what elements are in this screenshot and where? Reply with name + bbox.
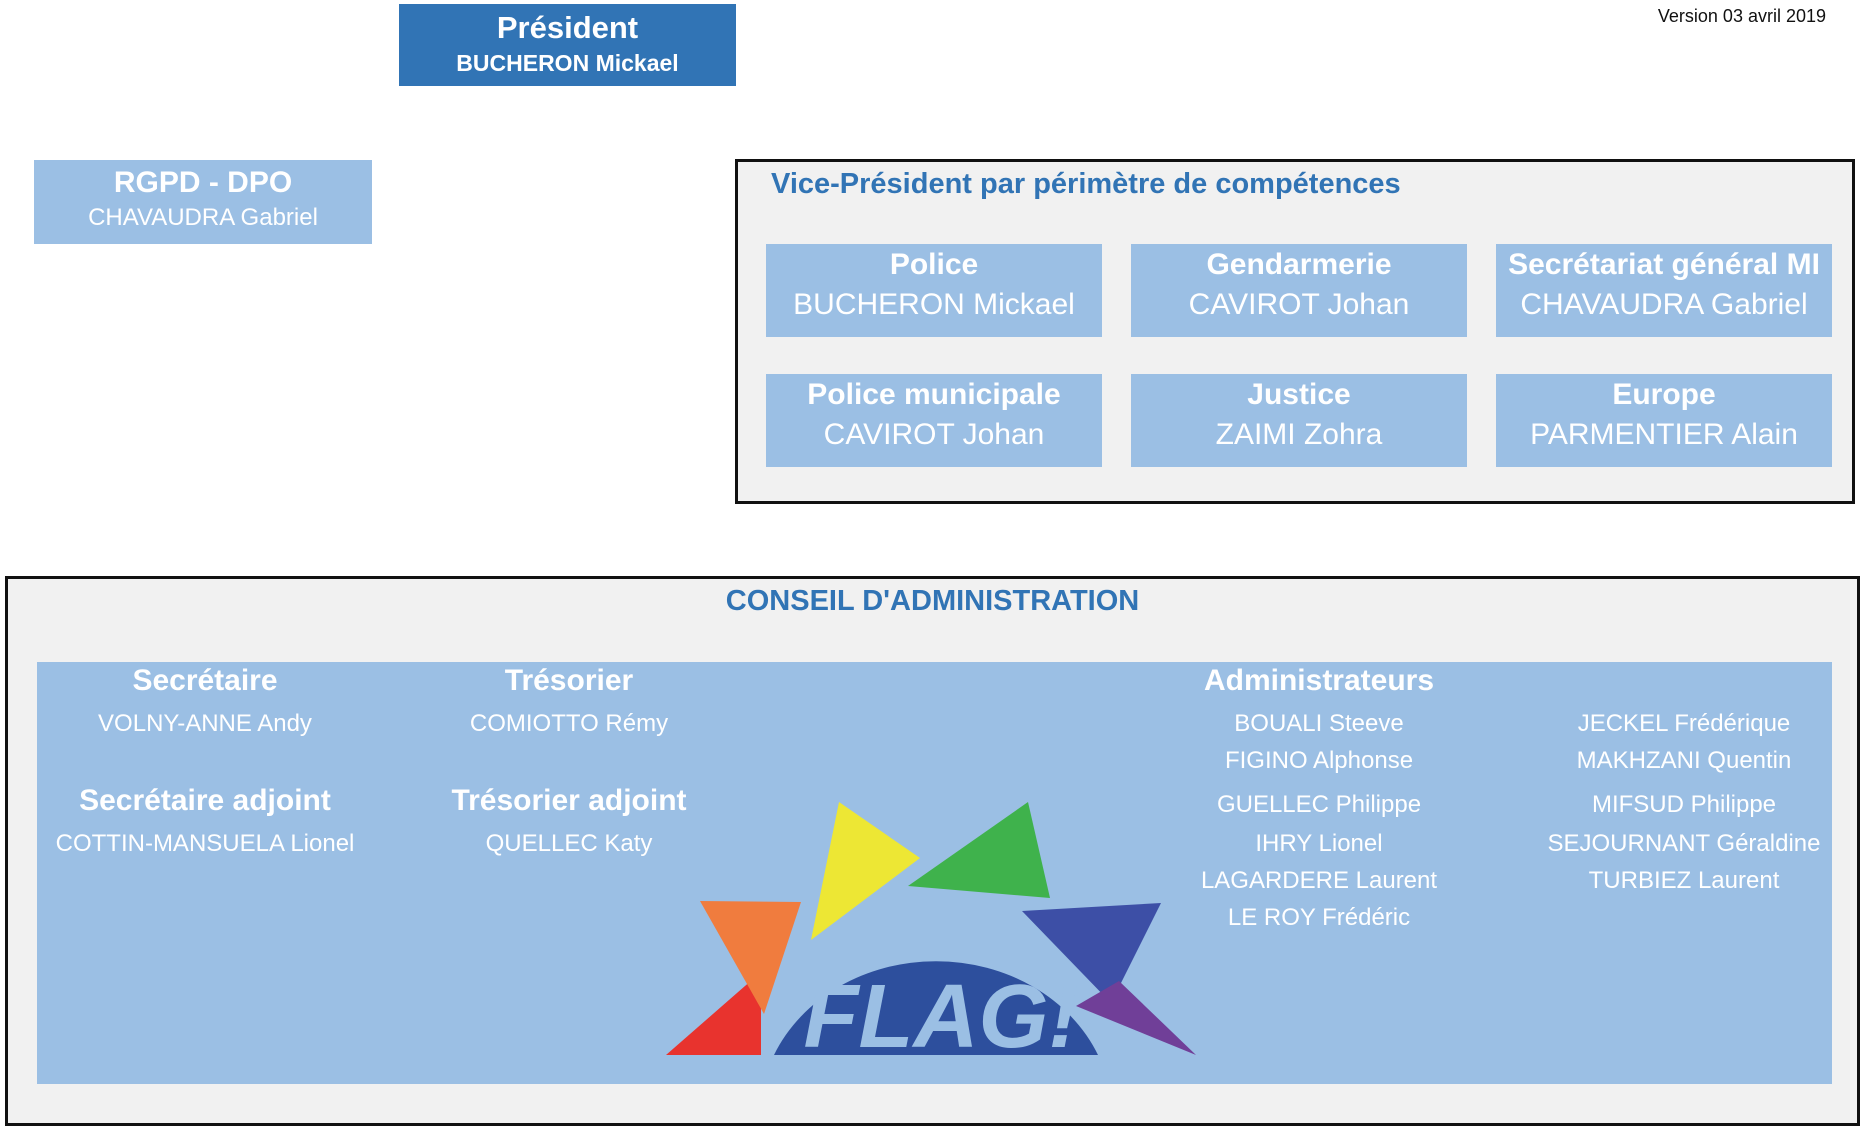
logo-yellow-triangle — [811, 802, 920, 940]
secretaire-adjoint-name: COTTIN-MANSUELA Lionel — [55, 830, 355, 857]
tresorier-title: Trésorier — [504, 664, 634, 697]
administrateur-name: LE ROY Frédéric — [1227, 904, 1411, 931]
logo-dome — [774, 961, 1098, 1055]
vp-name: CAVIROT Johan — [823, 418, 1045, 451]
administrateurs-title: Administrateurs — [1203, 664, 1435, 697]
tresorier-name: COMIOTTO Rémy — [469, 710, 669, 737]
vp-box-justice: Justice ZAIMI Zohra — [1131, 374, 1467, 467]
administrateur-name: SEJOURNANT Géraldine — [1547, 830, 1821, 857]
administrateur-name: JECKEL Frédérique — [1577, 710, 1791, 737]
vp-box-gendarmerie: Gendarmerie CAVIROT Johan — [1131, 244, 1467, 337]
vp-name: CAVIROT Johan — [1188, 288, 1410, 321]
president-name: BUCHERON Mickael — [456, 50, 679, 76]
vp-name: PARMENTIER Alain — [1530, 418, 1798, 451]
vp-name: BUCHERON Mickael — [793, 288, 1075, 321]
vp-title: Gendarmerie — [1206, 248, 1392, 281]
vp-title: Europe — [1612, 378, 1716, 411]
vp-name: ZAIMI Zohra — [1215, 418, 1383, 451]
rgpd-name: CHAVAUDRA Gabriel — [88, 204, 318, 231]
vp-box-police: Police BUCHERON Mickael — [766, 244, 1102, 337]
vp-title: Justice — [1247, 378, 1351, 411]
secretaire-title: Secrétaire — [132, 664, 278, 697]
vp-box-secretariat: Secrétariat général MI CHAVAUDRA Gabriel — [1496, 244, 1832, 337]
administrateur-name: LAGARDERE Laurent — [1200, 867, 1438, 894]
version-label: Version 03 avril 2019 — [1657, 6, 1826, 26]
logo-indigo-triangle — [1022, 903, 1161, 1003]
vp-title: Police — [889, 248, 979, 281]
administrateur-name: TURBIEZ Laurent — [1588, 867, 1780, 894]
vp-box-police-municipale: Police municipale CAVIROT Johan — [766, 374, 1102, 467]
flag-logo: FLAG! — [666, 802, 1196, 1060]
tresorier-adjoint-title: Trésorier adjoint — [451, 784, 687, 817]
logo-green-triangle — [908, 802, 1050, 898]
president-title: Président — [496, 10, 639, 45]
vp-box-europe: Europe PARMENTIER Alain — [1496, 374, 1832, 467]
vice-president-heading: Vice-Président par périmètre de compéten… — [771, 168, 1401, 200]
tresorier-adjoint-name: QUELLEC Katy — [485, 830, 653, 857]
secretaire-name: VOLNY-ANNE Andy — [98, 710, 312, 737]
administrateur-name: FIGINO Alphonse — [1224, 747, 1414, 774]
conseil-heading: CONSEIL D'ADMINISTRATION — [725, 585, 1140, 617]
secretaire-adjoint-title: Secrétaire adjoint — [79, 784, 331, 817]
rgpd-box: RGPD - DPO CHAVAUDRA Gabriel — [34, 160, 372, 244]
administrateur-name: IHRY Lionel — [1255, 830, 1383, 857]
logo-red-triangle — [666, 972, 761, 1055]
administrateur-name: MAKHZANI Quentin — [1576, 747, 1792, 774]
vp-name: CHAVAUDRA Gabriel — [1520, 288, 1808, 321]
vp-title: Secrétariat général MI — [1508, 248, 1820, 281]
logo-purple-triangle — [1076, 981, 1196, 1055]
logo-text: FLAG! — [804, 967, 1079, 1060]
logo-orange-triangle — [700, 901, 801, 1014]
administrateur-name: MIFSUD Philippe — [1591, 791, 1777, 818]
rgpd-title: RGPD - DPO — [113, 166, 293, 199]
administrateur-name: BOUALI Steeve — [1234, 710, 1404, 737]
administrateur-name: GUELLEC Philippe — [1216, 791, 1422, 818]
vp-title: Police municipale — [807, 378, 1061, 411]
president-box: Président BUCHERON Mickael — [399, 4, 736, 86]
vice-president-frame: Vice-Président par périmètre de compéten… — [735, 159, 1855, 504]
